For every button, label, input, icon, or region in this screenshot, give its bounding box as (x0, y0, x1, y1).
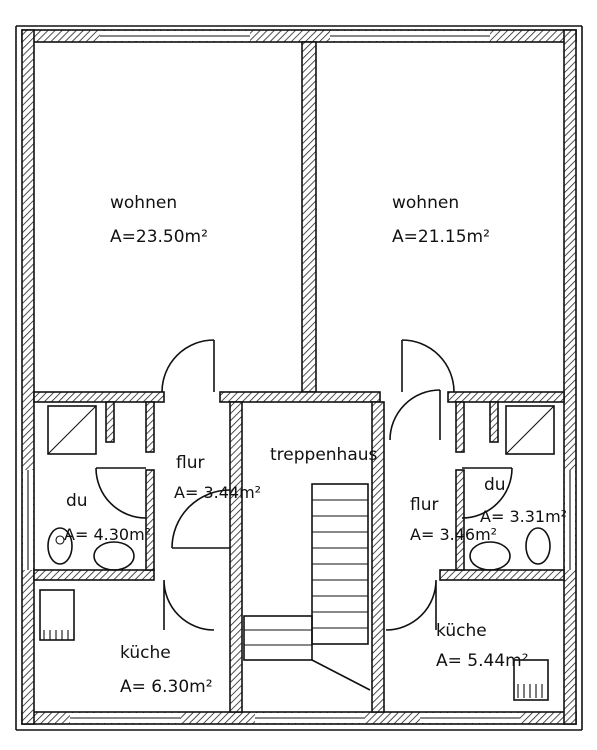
room-name-du-left: du (66, 491, 88, 511)
room-area-kueche-left: A= 6.30m² (120, 677, 213, 697)
room-area-flur-left: A= 3.44m² (174, 483, 261, 502)
door-swings (95, 339, 513, 631)
room-name-wohnen-right: wohnen (392, 193, 459, 213)
room-area-du-left: A= 4.30m² (64, 525, 151, 544)
room-name-kueche-left: küche (120, 643, 171, 663)
room-name-du-right: du (484, 475, 506, 495)
room-area-du-right: A= 3.31m² (480, 507, 567, 526)
room-name-kueche-right: küche (436, 621, 487, 641)
outer-walls (15, 25, 583, 731)
room-name-flur-right: flur (410, 495, 438, 515)
room-area-wohnen-right: A=21.15m² (392, 227, 490, 247)
room-labels: wohnen A=23.50m² wohnen A=21.15m² flur A… (64, 193, 567, 697)
staircase (243, 483, 371, 691)
room-name-wohnen-left: wohnen (110, 193, 177, 213)
room-name-treppenhaus: treppenhaus (270, 445, 378, 465)
room-area-wohnen-left: A=23.50m² (110, 227, 208, 247)
room-area-kueche-right: A= 5.44m² (436, 651, 529, 671)
fixtures (39, 405, 555, 701)
interior-walls (33, 41, 565, 713)
room-name-flur-left: flur (176, 453, 204, 473)
room-area-flur-right: A= 3.46m² (410, 525, 497, 544)
